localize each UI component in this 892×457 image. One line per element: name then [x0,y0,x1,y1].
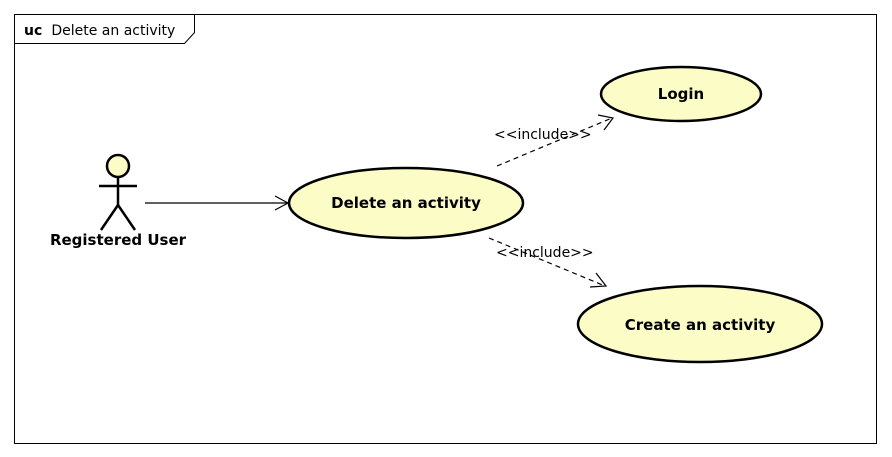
include-arrowhead-login [597,114,615,131]
include-delete-login[interactable]: <<include>> [494,114,615,167]
frame-name-tab [14,14,195,44]
frame-title: uc Delete an activity [24,20,175,39]
include-label-login: <<include>> [494,127,592,143]
actor-right-leg [116,204,137,231]
actor-head [105,153,131,179]
use-case-login[interactable]: Login [599,65,763,123]
use-case-delete-activity[interactable]: Delete an activity [287,166,525,240]
actor-label: Registered User [50,231,187,249]
frame-keyword: uc [24,23,42,39]
use-case-ellipse [576,284,824,364]
include-delete-create[interactable]: <<include>> [488,237,608,288]
actor-registered-user[interactable]: Registered User [50,153,187,249]
use-case-label: Login [658,85,704,103]
frame-name: Delete an activity [51,23,175,39]
include-line-login [496,117,613,167]
use-case-ellipse [287,166,525,240]
include-label-create: <<include>> [496,245,594,261]
use-case-ellipse [599,65,763,123]
use-case-label: Create an activity [625,316,776,334]
actor-left-leg [99,204,120,231]
use-case-create-activity[interactable]: Create an activity [576,284,824,364]
use-case-label: Delete an activity [331,194,481,212]
include-arrowhead-create [589,272,608,288]
include-line-create [488,237,606,287]
